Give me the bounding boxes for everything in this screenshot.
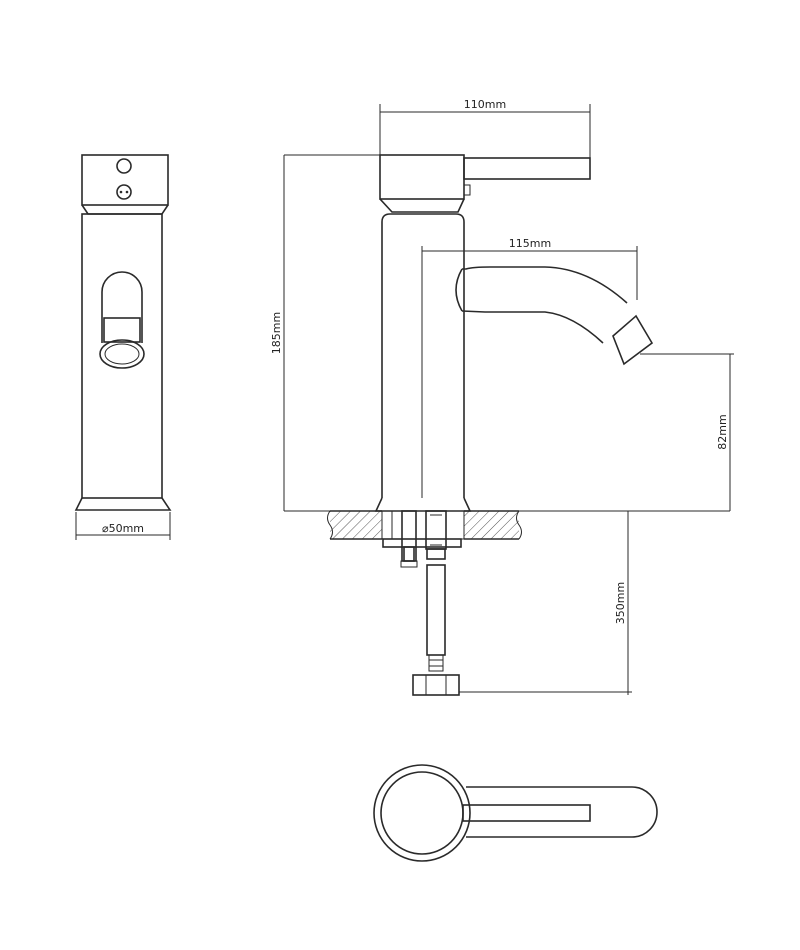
hose-connector: [425, 510, 447, 550]
dimensions: 110mm 185mm 115mm 82mm 350mm: [270, 98, 734, 695]
side-spout: [101, 271, 143, 343]
handle-housing: [379, 154, 465, 200]
cap-indicator-icon: [116, 158, 132, 174]
top-handle-outline: [466, 786, 658, 838]
side-base: [74, 497, 172, 511]
total-height-label: 185mm: [270, 312, 283, 354]
body-diameter-label: ⌀50mm: [102, 522, 144, 535]
side-body: [81, 213, 163, 499]
hose-nut: [412, 674, 460, 696]
hose-length-label: 350mm: [614, 582, 627, 624]
top-body-inner: [380, 771, 464, 855]
cap-screw-icon: [116, 184, 132, 200]
spout-reach-label: 115mm: [509, 237, 551, 250]
front-body: [381, 213, 465, 498]
top-handle-lever: [462, 804, 591, 822]
side-cap-block: [81, 154, 169, 206]
spout-bottom-line: [461, 310, 604, 344]
countertop-left: [330, 511, 382, 539]
braided-hose: [426, 564, 446, 656]
handle-length-label: 110mm: [464, 98, 506, 111]
aerator-icon: [99, 339, 145, 369]
countertop-right: [464, 511, 519, 539]
front-view: [327, 154, 654, 696]
side-view: ⌀50mm: [74, 154, 172, 540]
spout-aerator: [612, 314, 654, 366]
spout-height-label: 82mm: [716, 414, 729, 449]
handle-lever: [463, 157, 591, 180]
top-view: [373, 764, 658, 862]
front-base: [374, 497, 472, 512]
top-body-outer: [373, 764, 471, 862]
mounting-washer: [382, 538, 462, 548]
spout-top-line: [462, 266, 628, 304]
